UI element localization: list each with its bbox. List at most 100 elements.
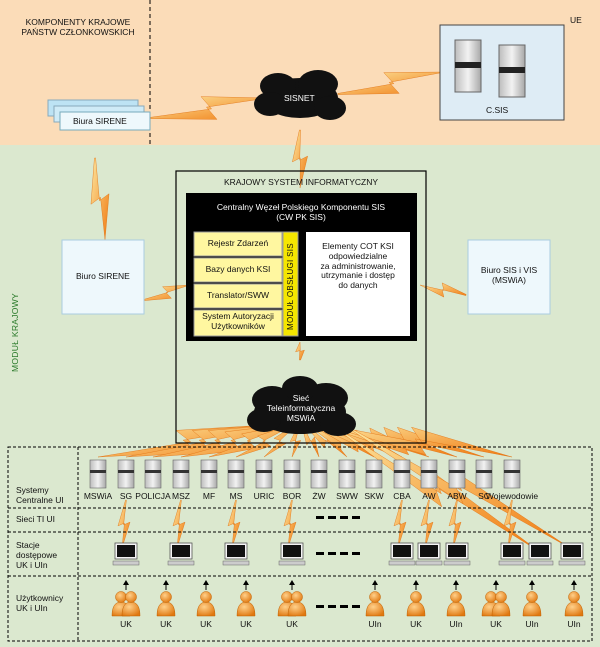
user-icon: [522, 580, 542, 617]
user-label: UK: [410, 619, 422, 629]
central-system-label: MSWiA: [83, 491, 113, 501]
central-system-label: URIC: [253, 491, 275, 501]
user-label: UIn: [567, 619, 581, 629]
row-uzytkownicy-label: Użytkownicy UK i UIn: [16, 593, 64, 613]
server-icon: [448, 459, 466, 489]
user-icon: [236, 580, 256, 617]
user-label: UK: [490, 619, 502, 629]
sisnet-cloud: [254, 70, 346, 120]
user-label: UK: [160, 619, 172, 629]
bolt-sys-station-6: [448, 499, 462, 549]
user-icon: [156, 580, 176, 617]
server-icon: [283, 459, 301, 489]
server-icon: [475, 459, 493, 489]
bolt-sys-station-7: [503, 499, 517, 549]
central-system-label: SC: [478, 491, 490, 501]
server-icon: [200, 459, 218, 489]
eu-label: UE: [570, 15, 582, 25]
central-system-label: SG: [119, 491, 133, 501]
siec-tele-cloud: [247, 376, 356, 436]
central-system-label: SWW: [336, 491, 358, 501]
bolt-sys-station-4: [393, 499, 407, 549]
user-icon: [196, 580, 216, 617]
central-system-label: ŻW: [312, 491, 326, 501]
biura-sirene-label: Biura SIRENE: [73, 116, 127, 126]
elementy-cot-label: Elementy COT KSI odpowiedzialne za admin…: [320, 241, 396, 291]
stations-row: [112, 542, 586, 566]
central-system-label: AW: [422, 491, 436, 501]
server-icon: [255, 459, 273, 489]
sisnet-label: SISNET: [284, 93, 315, 103]
server-icon: [310, 459, 328, 489]
workstation-icon: [526, 542, 554, 566]
bolt-cloud-station-far: [335, 427, 541, 553]
bolt-sisnet-ksi: [292, 129, 308, 189]
user-label: UK: [240, 619, 252, 629]
biuro-sis-vis-label: Biuro SIS i VIS (MSWiA): [480, 265, 538, 285]
user-icon: [446, 580, 466, 617]
row-sieci-label: Sieci TI UI: [16, 514, 56, 524]
user-label: UK: [200, 619, 212, 629]
central-system-label: ABW: [447, 491, 467, 501]
bottom-grid: [7, 446, 593, 642]
biuro-sirene-box: [61, 239, 145, 315]
server-icon: [338, 459, 356, 489]
bolt-sys-station-0: [117, 499, 131, 549]
server-icon: [227, 459, 245, 489]
row-stacje-label: Stacje dostępowe UK i UIn: [16, 540, 58, 570]
server-icon: [393, 459, 411, 489]
user-label: UK: [120, 619, 132, 629]
bolt-sys-station-3: [283, 499, 297, 549]
national-module-label: MODUŁ KRAJOWY: [10, 293, 20, 372]
user-icon: [481, 580, 511, 617]
sis-modules: [193, 231, 299, 337]
siec-tele-label: Sieć Teleinformatyczna MSWiA: [266, 393, 336, 423]
workstation-icon: [278, 542, 306, 566]
user-label: UIn: [525, 619, 539, 629]
workstation-icon: [222, 542, 250, 566]
bolt-cloud-cw: [295, 341, 305, 361]
server-icon: [117, 459, 135, 489]
module-translator: Translator/SWW: [206, 290, 270, 300]
central-system-label: MS: [229, 491, 243, 501]
central-system-label: POLICJA: [135, 491, 171, 501]
bolt-sys-station-2: [227, 499, 241, 549]
workstation-icon: [443, 542, 471, 566]
user-icon: [564, 580, 584, 617]
users-row: [111, 580, 584, 617]
bolt-sys-station-1: [172, 499, 186, 549]
central-system-label: MSZ: [172, 491, 190, 501]
server-icon: [144, 459, 162, 489]
module-autoryzacja: System Autoryzacji Użytkowników: [202, 311, 274, 331]
biuro-sirene-label: Biuro SIRENE: [76, 271, 130, 281]
member-states-label: KOMPONENTY KRAJOWE PAŃSTW CZŁONKOWSKICH: [21, 17, 135, 37]
bolt-sisvis-cw: [419, 282, 467, 298]
csis-server-icon: [454, 39, 526, 98]
module-bazy: Bazy danych KSI: [205, 264, 271, 274]
elementy-cot-box: [306, 232, 410, 336]
workstation-icon: [558, 542, 586, 566]
workstation-icon: [415, 542, 443, 566]
ellipsis-dashes: [316, 516, 360, 608]
module-rejestr: Rejestr Zdarzeń: [207, 238, 269, 248]
bolt-sys-station-5: [420, 499, 434, 549]
user-icon: [406, 580, 426, 617]
central-system-label: Wojewodowie: [485, 491, 539, 501]
workstation-icon: [388, 542, 416, 566]
bolt-sirene-down: [90, 157, 110, 241]
workstation-icon: [112, 542, 140, 566]
workstation-icon: [167, 542, 195, 566]
central-system-label: BOR: [282, 491, 302, 501]
server-icon: [365, 459, 383, 489]
user-icon: [277, 580, 307, 617]
bolt-sisnet-csis: [337, 71, 446, 95]
csis-label: C.SIS: [486, 105, 509, 115]
modul-obslugi-label: MODUŁ OBSŁUGI SIS: [286, 243, 295, 330]
biuro-sis-vis-box: [467, 239, 551, 315]
server-icon: [172, 459, 190, 489]
central-servers-row: [89, 459, 521, 489]
ksi-box: [175, 170, 427, 444]
server-icon: [89, 459, 107, 489]
row-systemy-label: Systemy Centralne UI: [16, 485, 64, 505]
